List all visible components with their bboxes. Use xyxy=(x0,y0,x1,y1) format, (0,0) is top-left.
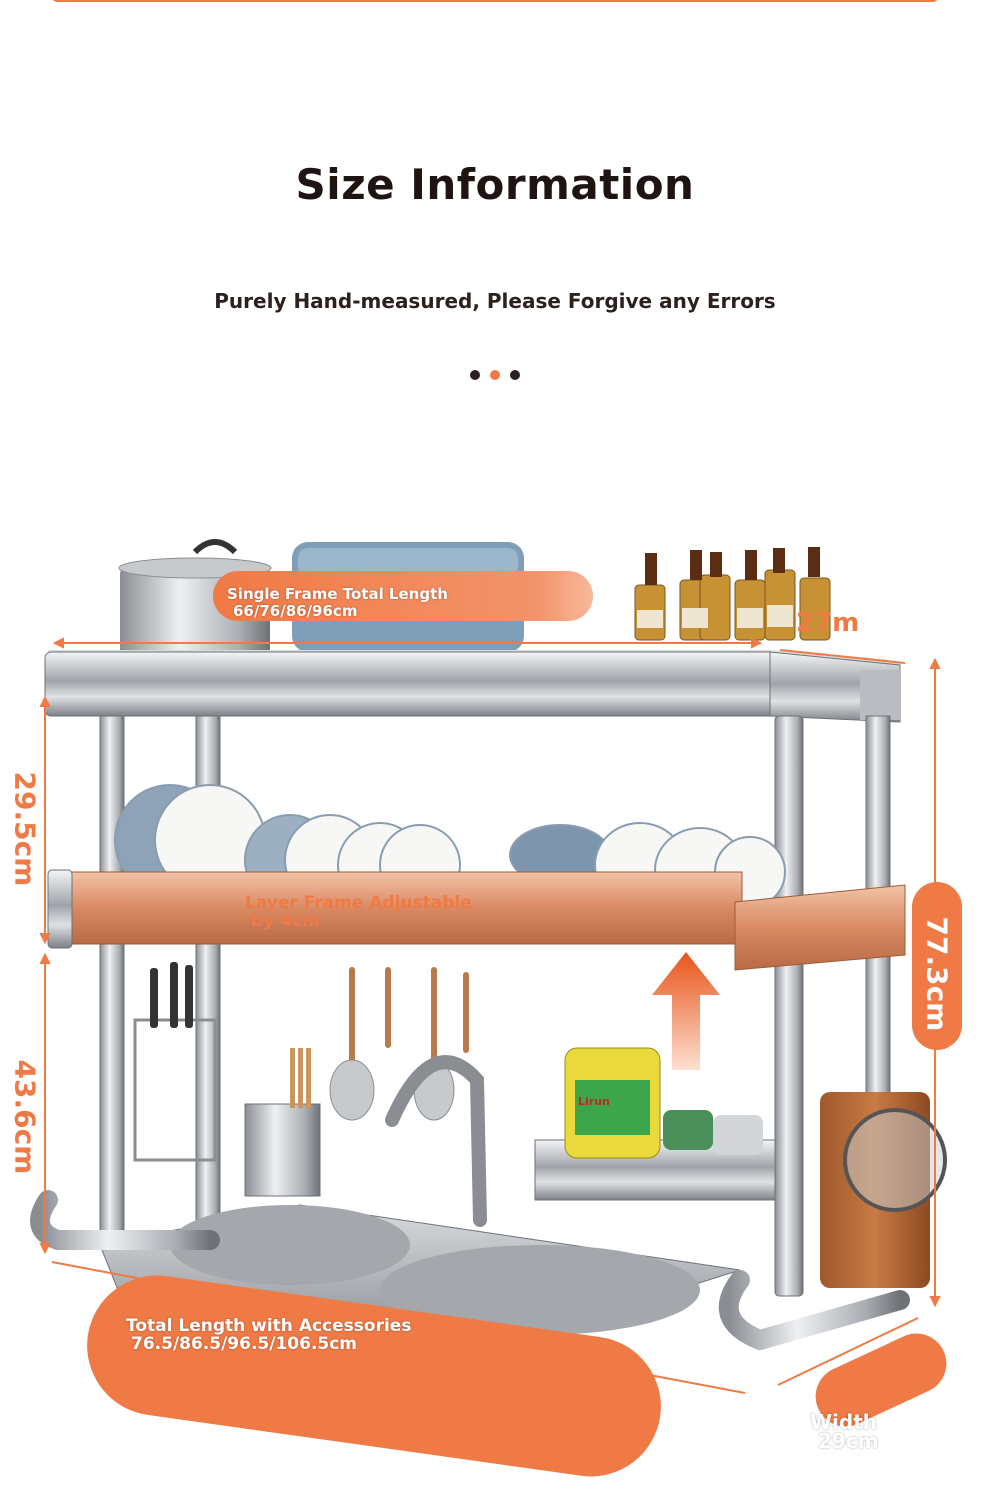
dot-indicator xyxy=(470,370,480,380)
faucet xyxy=(385,1055,487,1227)
cutting-board xyxy=(820,1092,947,1288)
bottle-brand-label: Lirun xyxy=(578,1095,610,1108)
width-pill xyxy=(815,1333,947,1427)
knife-holder xyxy=(133,962,217,1162)
top-accent-bar xyxy=(50,0,940,2)
utensil-cup xyxy=(244,1048,321,1197)
hanging-utensils xyxy=(349,967,469,1063)
dish-rack-illustration xyxy=(30,539,962,1477)
layer-adjust-line1: Layer Frame Adjustable xyxy=(245,893,472,913)
total-height-pill xyxy=(912,882,962,1050)
page-title: Size Information xyxy=(295,159,695,209)
adjust-up-arrow xyxy=(652,952,720,1070)
layer-adjust-line2: by 4cm xyxy=(251,911,320,931)
sponge-tray xyxy=(534,1047,776,1201)
page-subtitle: Purely Hand-measured, Please Forgive any… xyxy=(214,289,776,313)
top-shelf xyxy=(44,650,901,723)
depth-top-label: 27m xyxy=(796,608,860,638)
single-frame-value: 66/76/86/96cm xyxy=(233,602,358,620)
lower-height-label: 43.6cm xyxy=(8,1059,42,1175)
copper-middle-shelf xyxy=(47,869,906,971)
carousel-dots xyxy=(468,370,524,382)
total-length-pill xyxy=(87,1275,661,1477)
label-pills xyxy=(87,571,962,1477)
total-length-title: Total Length with Accessories xyxy=(126,1316,412,1336)
upper-height-label: 29.5cm xyxy=(8,771,42,887)
spice-bottles xyxy=(634,547,831,641)
width-title: Width xyxy=(810,1410,878,1434)
total-length-value: 76.5/86.5/96.5/106.5cm xyxy=(131,1334,358,1354)
single-frame-pill xyxy=(213,571,593,621)
dot-indicator-active xyxy=(490,370,500,380)
width-value: 29cm xyxy=(818,1429,879,1453)
dot-indicator xyxy=(510,370,520,380)
dish-rack-product-image: Single Frame Total Length 66/76/86/96cm … xyxy=(0,500,990,1506)
total-height-label: 77.3cm xyxy=(920,916,954,1032)
single-frame-title: Single Frame Total Length xyxy=(227,585,448,603)
